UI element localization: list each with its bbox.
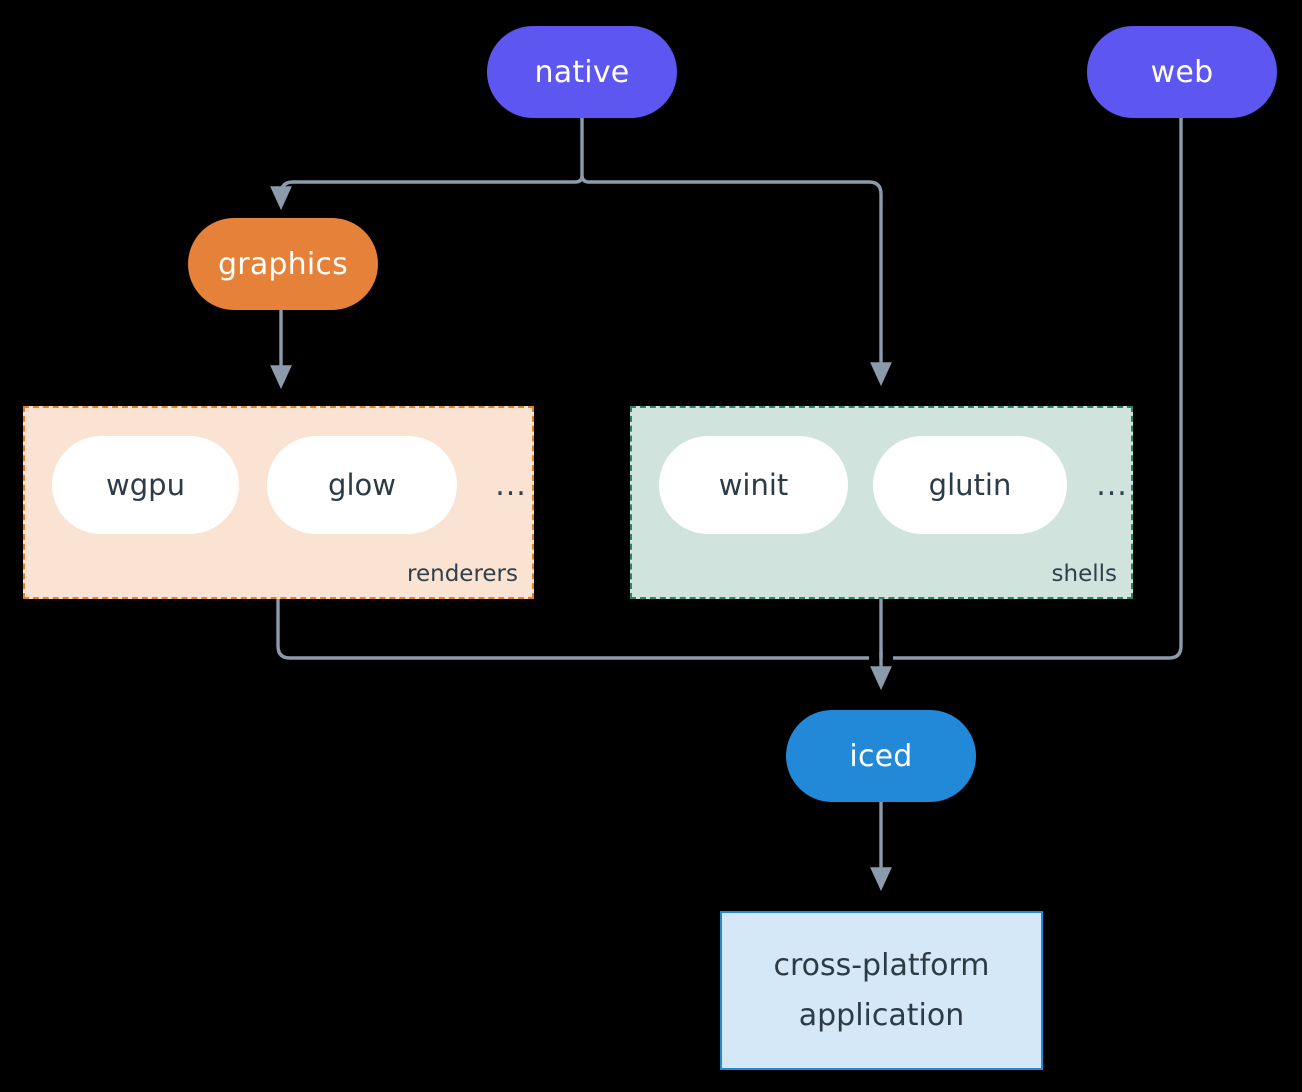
renderers-overflow-ellipsis: ... xyxy=(495,467,527,503)
node-native[interactable]: native xyxy=(487,26,677,118)
group-renderers-label: renderers xyxy=(407,561,518,587)
edge-renderers-to-iced xyxy=(276,599,869,660)
group-renderers-items: wgpu glow ... xyxy=(25,408,532,597)
group-shells-label: shells xyxy=(1051,561,1117,587)
node-web-label: web xyxy=(1150,54,1214,90)
node-graphics[interactable]: graphics xyxy=(188,218,378,310)
group-renderers[interactable]: wgpu glow ... renderers xyxy=(23,406,534,599)
edge-native-to-graphics xyxy=(270,175,584,211)
node-application-line1: cross-platform xyxy=(773,948,990,983)
leaf-winit[interactable]: winit xyxy=(659,436,848,534)
leaf-wgpu[interactable]: wgpu xyxy=(52,436,239,534)
edge-native-split xyxy=(580,118,892,387)
group-shells[interactable]: winit glutin ... shells xyxy=(630,406,1133,599)
node-iced[interactable]: iced xyxy=(786,710,976,802)
node-native-label: native xyxy=(534,54,630,90)
node-graphics-label: graphics xyxy=(218,246,348,282)
shells-overflow-ellipsis: ... xyxy=(1096,467,1128,503)
leaf-wgpu-label: wgpu xyxy=(106,468,185,502)
node-cross-platform-application[interactable]: cross-platform application xyxy=(720,911,1043,1070)
group-shells-items: winit glutin ... xyxy=(632,408,1131,597)
leaf-glutin[interactable]: glutin xyxy=(873,436,1067,534)
node-application-text: cross-platform application xyxy=(773,941,989,1040)
node-web[interactable]: web xyxy=(1087,26,1277,118)
leaf-glow[interactable]: glow xyxy=(267,436,457,534)
leaf-glutin-label: glutin xyxy=(928,468,1012,502)
leaf-winit-label: winit xyxy=(718,468,789,502)
node-application-line2: application xyxy=(798,997,965,1033)
node-iced-label: iced xyxy=(849,738,913,774)
leaf-glow-label: glow xyxy=(328,468,396,502)
